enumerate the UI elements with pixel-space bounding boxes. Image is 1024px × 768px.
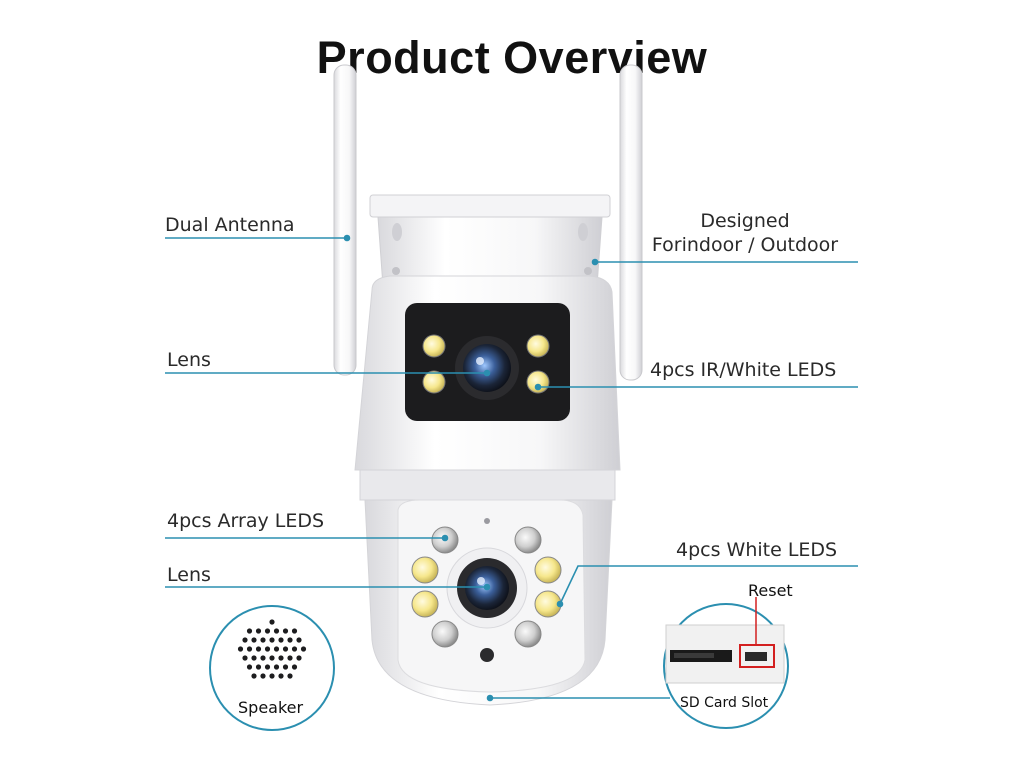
speaker-hole [260, 673, 266, 679]
label-array-leds: 4pcs Array LEDS [167, 510, 325, 532]
array-led [514, 526, 542, 554]
speaker-hole [255, 628, 262, 634]
speaker-hole [260, 637, 266, 643]
speaker-hole [282, 664, 289, 670]
speaker-hole [246, 646, 253, 652]
speaker-hole [246, 628, 253, 634]
speaker-hole [242, 655, 248, 661]
label-speaker: Speaker [238, 698, 304, 717]
speaker-hole [273, 664, 280, 670]
speaker-hole [296, 637, 302, 643]
speaker-hole [269, 673, 275, 679]
speaker-hole [255, 646, 262, 652]
speaker-hole [278, 655, 284, 661]
array-led [431, 620, 459, 648]
speaker-hole [273, 628, 280, 634]
speaker-hole [251, 673, 257, 679]
speaker-hole [287, 673, 293, 679]
speaker-hole [291, 628, 298, 634]
label-white-leds: 4pcs White LEDS [676, 539, 838, 561]
reset-highlight [739, 644, 775, 668]
speaker-hole [251, 637, 257, 643]
upper-housing [354, 275, 621, 471]
speaker-hole [260, 655, 266, 661]
label-reset: Reset [748, 581, 793, 600]
leader-lines [165, 234, 858, 702]
speaker-inset [209, 605, 335, 731]
ir-led [422, 370, 446, 394]
speaker-hole [291, 646, 298, 652]
speaker-hole [251, 655, 257, 661]
speaker-hole [237, 646, 244, 652]
label-designed-line1: Designed [700, 210, 790, 232]
label-dual-antenna: Dual Antenna [165, 214, 295, 236]
speaker-hole [291, 664, 298, 670]
label-lens-bottom: Lens [167, 564, 211, 586]
white-led [411, 556, 439, 584]
speaker-hole [269, 655, 275, 661]
array-led [514, 620, 542, 648]
ir-led [422, 334, 446, 358]
speaker-hole [282, 628, 289, 634]
speaker-hole [273, 646, 280, 652]
label-sd-card-slot: SD Card Slot [680, 695, 769, 711]
speaker-hole [269, 619, 275, 625]
speaker-hole [264, 628, 271, 634]
label-designed-line2: Forindoor / Outdoor [651, 234, 839, 256]
label-ir-white-leds: 4pcs IR/White LEDS [650, 359, 837, 381]
speaker-hole [287, 637, 293, 643]
neck-ring [359, 469, 616, 501]
antenna-right [619, 64, 643, 381]
label-lens-top: Lens [167, 349, 211, 371]
sd-card-inset [663, 597, 789, 729]
lower-housing [364, 499, 613, 706]
speaker-hole [278, 637, 284, 643]
speaker-hole [242, 637, 248, 643]
ir-led [526, 334, 550, 358]
speaker-hole [246, 664, 253, 670]
speaker-hole [282, 646, 289, 652]
speaker-hole [264, 664, 271, 670]
white-led [534, 556, 562, 584]
speaker-hole [269, 637, 275, 643]
white-led [411, 590, 439, 618]
speaker-hole [278, 673, 284, 679]
speaker-hole [287, 655, 293, 661]
speaker-hole [300, 646, 307, 652]
speaker-hole [255, 664, 262, 670]
speaker-hole [264, 646, 271, 652]
speaker-hole [296, 655, 302, 661]
antenna-left [333, 64, 357, 376]
